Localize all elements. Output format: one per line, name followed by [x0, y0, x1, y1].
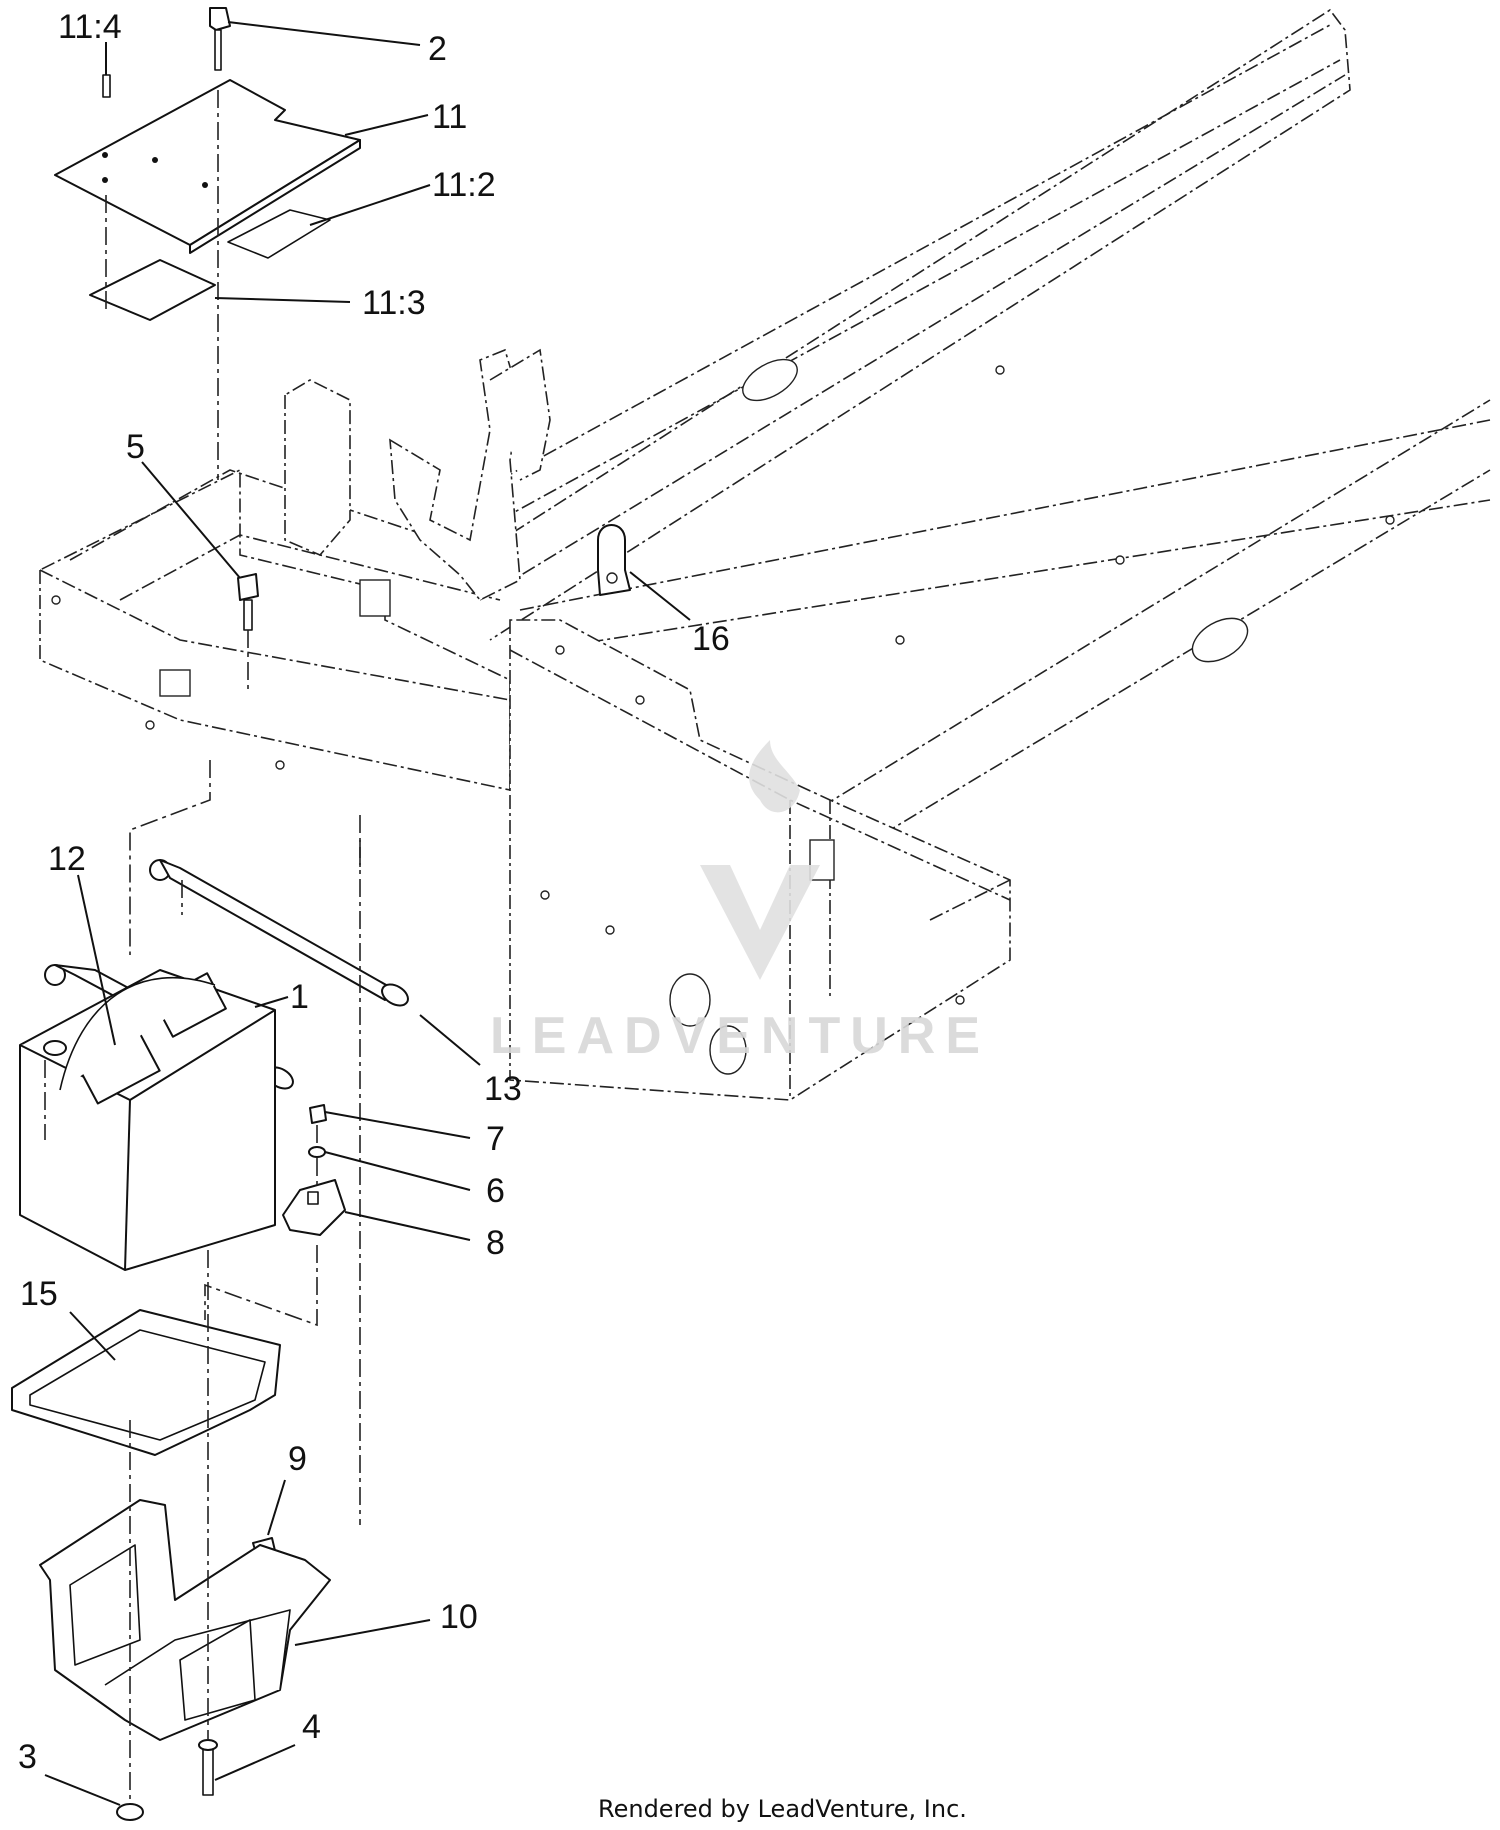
watermark-logo: LEADVENTURE [490, 740, 990, 1065]
part-3-nut [116, 1803, 144, 1821]
callout-15: 15 [20, 1275, 58, 1313]
part-1-battery [19, 969, 276, 1271]
callout-8: 8 [486, 1224, 505, 1262]
chassis-frame [39, 8, 1491, 1101]
part-11-2-decal [227, 209, 331, 259]
callout-11: 11 [432, 98, 467, 136]
part-5-bolt [237, 573, 259, 631]
callout-6: 6 [486, 1172, 505, 1210]
leader-lines [44, 21, 691, 1806]
callout-13: 13 [484, 1070, 522, 1108]
watermark-text: LEADVENTURE [490, 1007, 990, 1065]
part-2-fastener [209, 7, 231, 71]
part-15-battery-tray [11, 1309, 281, 1456]
part-7-nut [309, 1104, 327, 1124]
part-16-clamp [597, 524, 631, 596]
callout-11-4: 11:4 [58, 8, 122, 46]
callout-5: 5 [126, 428, 145, 466]
part-11-3-pad [89, 259, 216, 321]
callout-16: 16 [692, 620, 730, 658]
callout-3: 3 [18, 1738, 37, 1776]
footer-credit: Rendered by LeadVenture, Inc. [598, 1795, 967, 1823]
part-8-hold-down-block [282, 1179, 346, 1236]
callout-10: 10 [440, 1598, 478, 1636]
callout-12: 12 [48, 840, 86, 878]
callout-4: 4 [302, 1708, 321, 1746]
callout-1: 1 [290, 978, 309, 1016]
callout-11-3: 11:3 [362, 284, 426, 322]
part-11-cover-plate [54, 79, 361, 254]
part-10-battery-bracket [39, 1499, 331, 1741]
callout-9: 9 [288, 1440, 307, 1478]
callout-11-2: 11:2 [432, 166, 496, 204]
callout-2: 2 [428, 30, 447, 68]
callout-7: 7 [486, 1120, 505, 1158]
part-13-battery-cable [149, 859, 409, 1007]
part-11-4-screw [102, 42, 111, 98]
part-4-screw [198, 1739, 218, 1796]
part-6-washer [308, 1146, 326, 1158]
